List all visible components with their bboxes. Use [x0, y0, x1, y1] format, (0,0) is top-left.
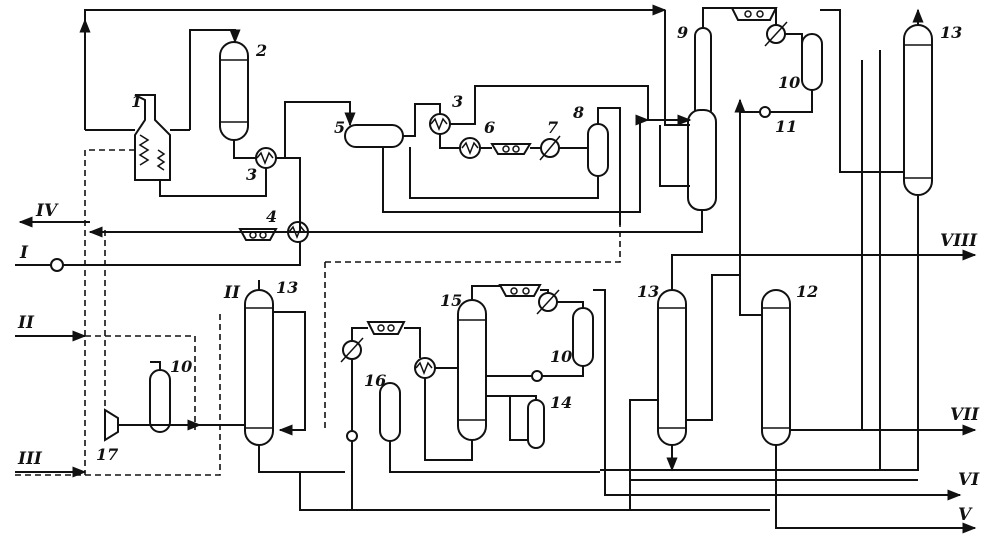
bottom-piping	[15, 170, 977, 534]
label-15: 15	[440, 291, 462, 310]
air-cooler-15	[498, 284, 542, 297]
drum-16	[379, 382, 401, 442]
column-13-top	[903, 24, 933, 196]
pump-feed	[50, 258, 64, 272]
label-7: 7	[547, 118, 558, 137]
heat-exchanger-16	[414, 357, 436, 379]
heat-exchanger-3b	[429, 113, 451, 135]
stream-II-col: II	[223, 283, 241, 303]
label-3a: 3	[246, 165, 257, 184]
label-3b: 3	[452, 92, 463, 111]
label-8: 8	[572, 103, 584, 122]
stream-V: V	[958, 505, 973, 525]
stream-labels: IV I II II III VIII VII VI V	[17, 201, 980, 525]
label-5: 5	[334, 118, 345, 137]
air-cooler-top	[730, 7, 778, 21]
top-piping	[15, 4, 924, 470]
reactor-2	[219, 41, 249, 141]
column-12	[761, 289, 791, 446]
drum-10-lower	[149, 369, 171, 433]
label-10a: 10	[778, 73, 800, 92]
label-14: 14	[550, 393, 572, 412]
cooler-15	[536, 289, 560, 315]
stream-VIII: VIII	[940, 231, 978, 251]
separator-drum-5	[344, 124, 404, 148]
label-10c: 10	[550, 347, 572, 366]
label-17: 17	[96, 445, 118, 464]
stream-I: I	[19, 243, 29, 263]
pump-15	[531, 370, 543, 382]
stream-IV: IV	[35, 201, 59, 221]
air-cooler-4	[238, 228, 278, 241]
equipment-number-labels: 1 2 3 3 4 5 6 7 8 9 10 11 13 13 10 17 15…	[96, 23, 962, 464]
stream-VI: VI	[958, 470, 980, 490]
label-9: 9	[677, 23, 688, 42]
separator-8	[587, 123, 609, 177]
label-13a: 13	[940, 23, 962, 42]
stream-III: III	[17, 449, 43, 469]
label-6: 6	[484, 118, 495, 137]
column-13-mid	[657, 289, 687, 446]
stream-VII: VII	[950, 405, 980, 425]
cooler-7	[539, 135, 561, 161]
label-4: 4	[266, 207, 277, 226]
compressor-17	[104, 408, 119, 442]
label-1: 1	[131, 92, 142, 111]
column-15	[457, 299, 487, 441]
air-cooler-6	[490, 143, 532, 155]
column-13-left	[244, 289, 274, 446]
dashed-lines	[15, 149, 621, 476]
cooler-16	[340, 337, 364, 363]
label-16: 16	[364, 371, 386, 390]
reflux-drum-10	[801, 33, 823, 91]
label-13c: 13	[637, 282, 659, 301]
label-13b: 13	[276, 278, 298, 297]
pump-16	[346, 430, 358, 442]
column-9	[687, 27, 717, 211]
stream-II-left: II	[17, 313, 35, 333]
heater-6	[459, 137, 481, 159]
furnace-1	[134, 94, 171, 181]
label-2: 2	[255, 41, 267, 60]
cooler-top	[764, 21, 788, 47]
label-10b: 10	[170, 357, 192, 376]
air-cooler-16	[366, 321, 406, 335]
pump-11	[759, 106, 771, 118]
label-12: 12	[796, 282, 818, 301]
label-11: 11	[775, 117, 797, 136]
heat-exchanger-3a	[255, 147, 277, 169]
stripper-14	[527, 399, 545, 449]
drum-10-mid	[572, 307, 594, 367]
